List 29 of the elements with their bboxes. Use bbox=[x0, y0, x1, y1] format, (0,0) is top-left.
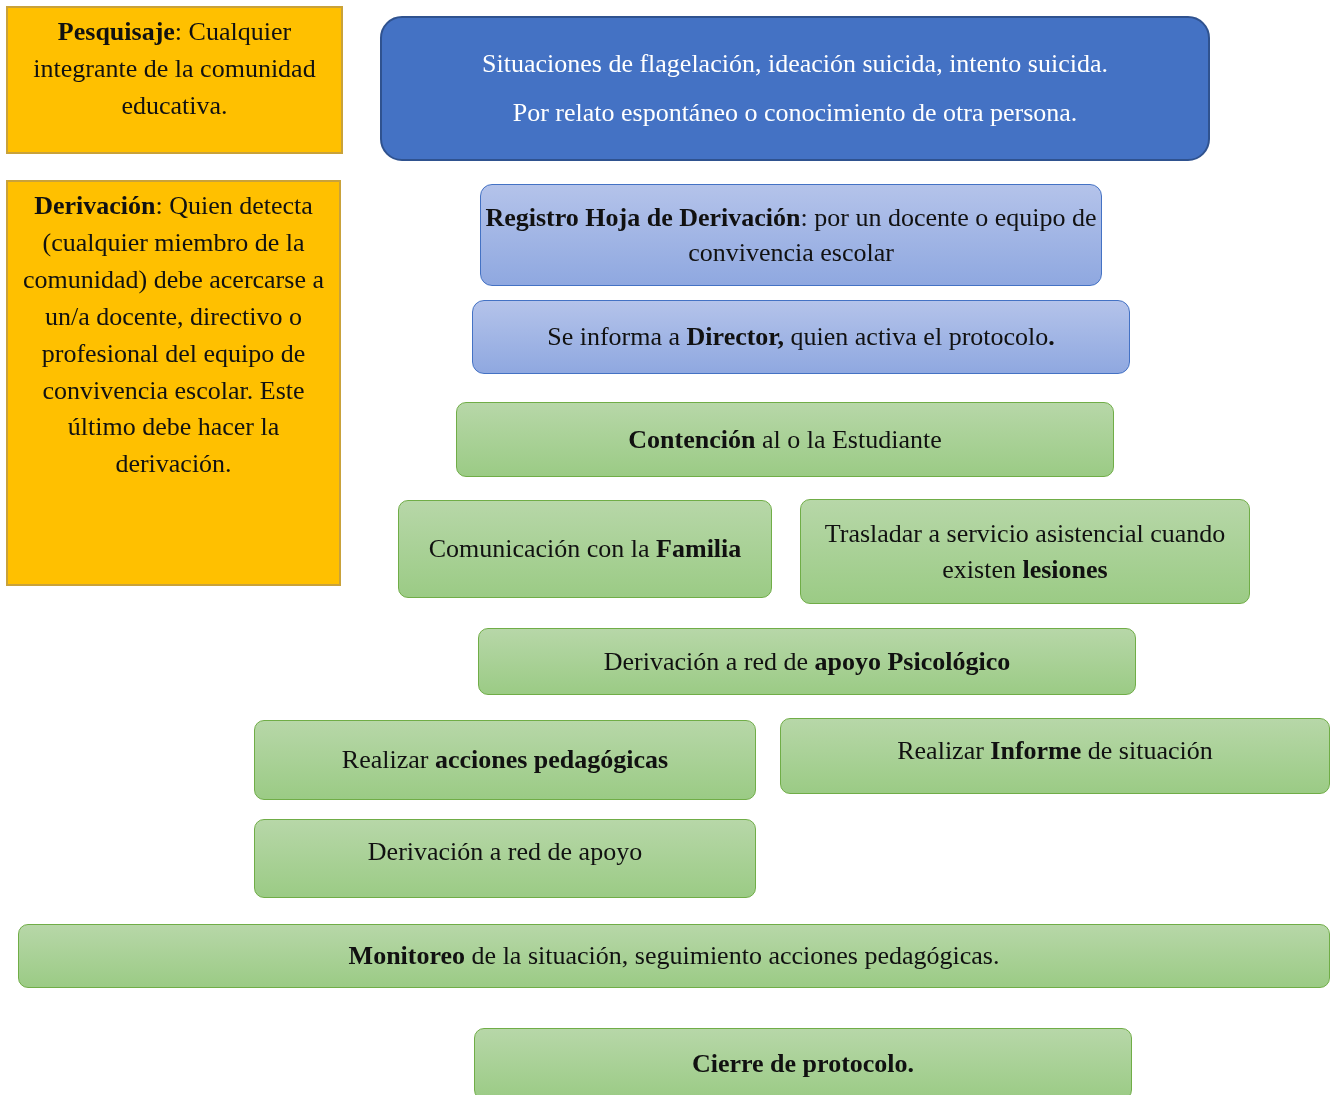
step-text: Se informa a Director, quien activa el protocolo. bbox=[547, 321, 1055, 354]
step-text: Realizar Informe de situación bbox=[897, 735, 1213, 767]
step-text: Monitoreo de la situación, seguimiento acciones pedagógicas. bbox=[348, 940, 1000, 973]
step-text: Registro Hoja de Derivación: por un docente o equipo de convivencia escolar bbox=[484, 201, 1098, 269]
step-text: Derivación a red de apoyo bbox=[367, 836, 643, 868]
action-box bbox=[398, 500, 772, 598]
action-box bbox=[800, 499, 1250, 604]
action-box bbox=[780, 718, 1330, 794]
step-text: Trasladar a servicio asistencial cuando existen lesiones bbox=[823, 518, 1227, 586]
step-text: Realizar acciones pedagógicas bbox=[341, 744, 669, 777]
situation-box bbox=[380, 16, 1210, 161]
step-text: Comunicación con la Familia bbox=[428, 533, 742, 566]
process-box bbox=[480, 184, 1102, 286]
step-text: Derivación: Quien detecta (cualquier miembro de la comunidad) debe acercarse a un/a docente, directivo o profesional del equipo de convivencia escolar. Este último debe hacer la derivación. bbox=[22, 190, 325, 481]
step-text: Pesquisaje: Cualquier integrante de la comunidad educativa. bbox=[32, 16, 317, 122]
action-box bbox=[456, 402, 1114, 477]
action-box bbox=[254, 819, 756, 898]
step-text: Cierre de protocolo. bbox=[691, 1048, 915, 1081]
step-text: Situaciones de flagelación, ideación suicida, intento suicida. bbox=[482, 48, 1108, 81]
note-box bbox=[6, 6, 343, 154]
note-box bbox=[6, 180, 341, 586]
step-text: Por relato espontáneo o conocimiento de otra persona. bbox=[512, 96, 1078, 129]
action-box bbox=[18, 924, 1330, 988]
step-text: Derivación a red de apoyo Psicológico bbox=[603, 645, 1011, 678]
step-text: Contención al o la Estudiante bbox=[628, 423, 942, 456]
action-box bbox=[254, 720, 756, 800]
action-box bbox=[474, 1028, 1132, 1095]
process-box bbox=[472, 300, 1130, 374]
action-box bbox=[478, 628, 1136, 695]
